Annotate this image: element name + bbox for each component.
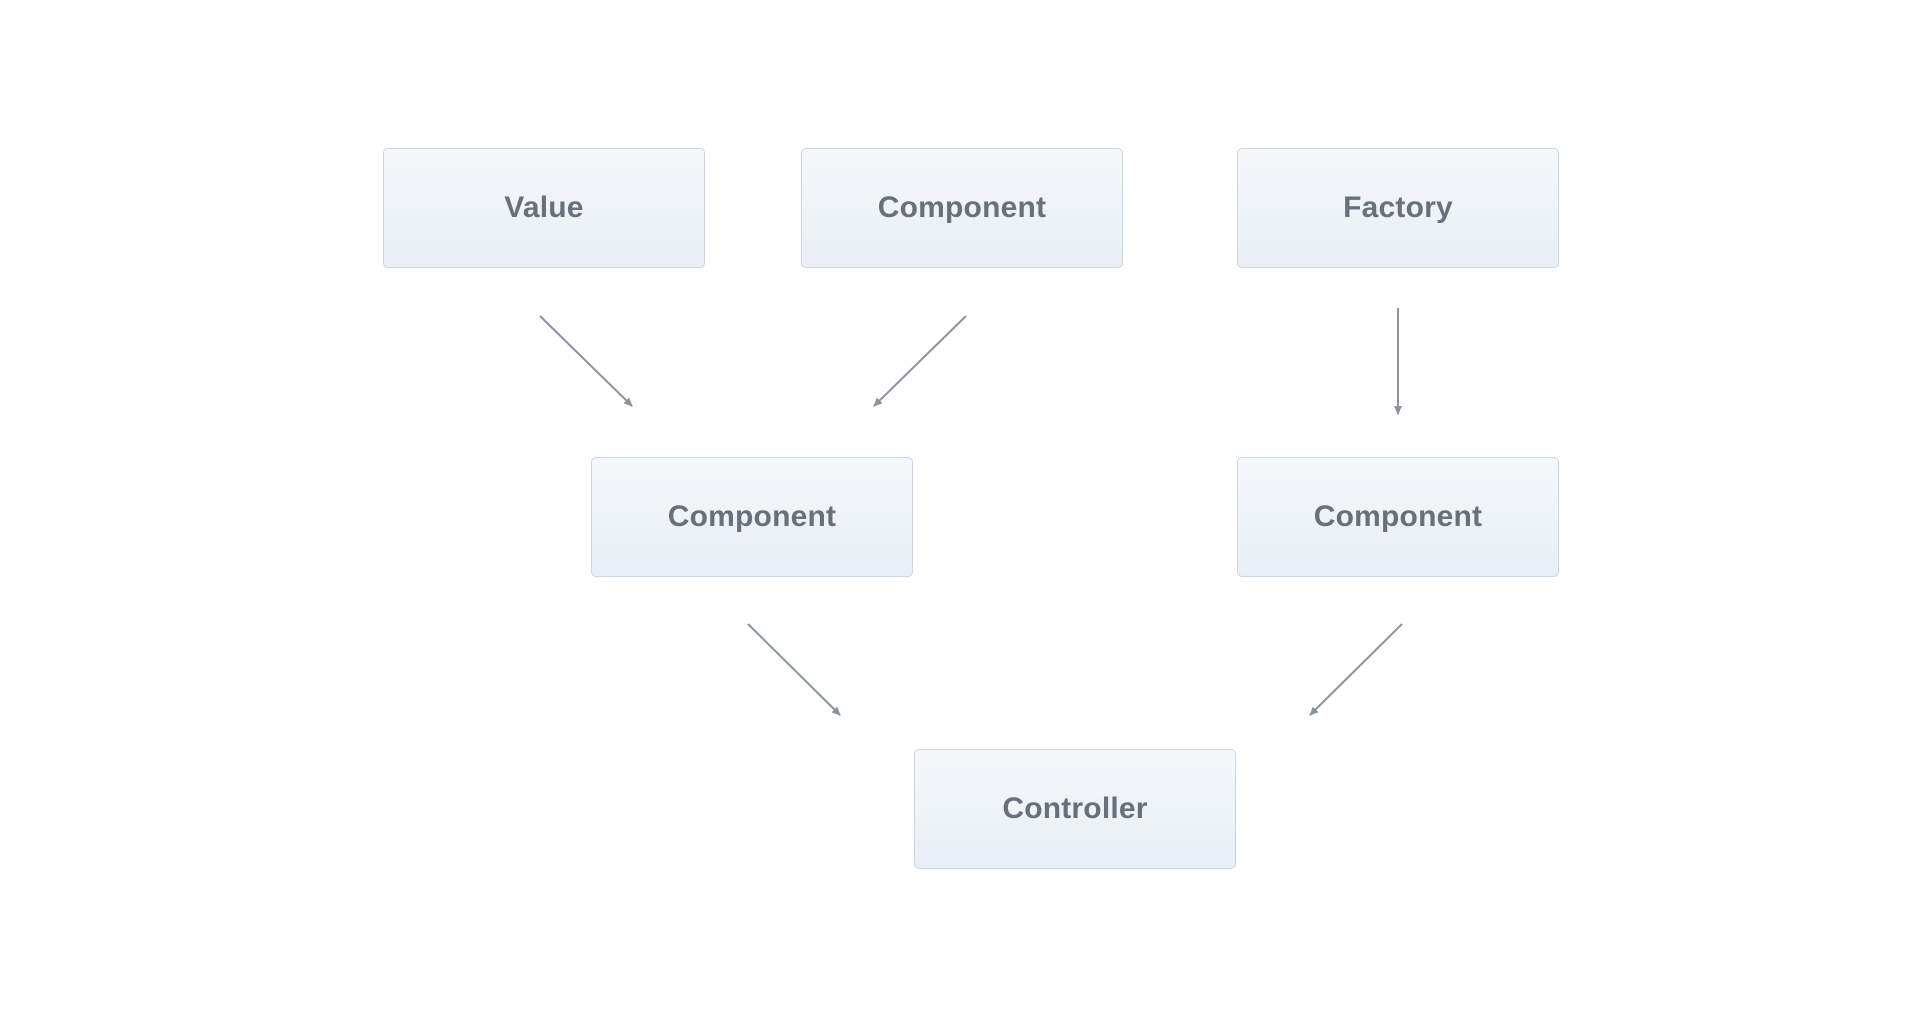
node-label: Controller — [1002, 792, 1148, 825]
node-label: Component — [667, 500, 837, 533]
arrow-component-to-controller-left — [747, 623, 841, 716]
node-label: Factory — [1343, 191, 1453, 224]
arrow-component-to-component — [873, 315, 967, 407]
node-controller: Controller — [914, 749, 1236, 869]
node-factory: Factory — [1237, 148, 1559, 268]
node-component-top: Component — [801, 148, 1123, 268]
arrow-value-to-component — [539, 315, 633, 407]
node-value: Value — [383, 148, 705, 268]
node-label: Component — [877, 191, 1047, 224]
node-component-mid-right: Component — [1237, 457, 1559, 577]
node-component-mid-left: Component — [591, 457, 913, 577]
node-label: Value — [504, 191, 584, 224]
arrow-component-to-controller-right — [1309, 623, 1403, 716]
node-label: Component — [1313, 500, 1483, 533]
